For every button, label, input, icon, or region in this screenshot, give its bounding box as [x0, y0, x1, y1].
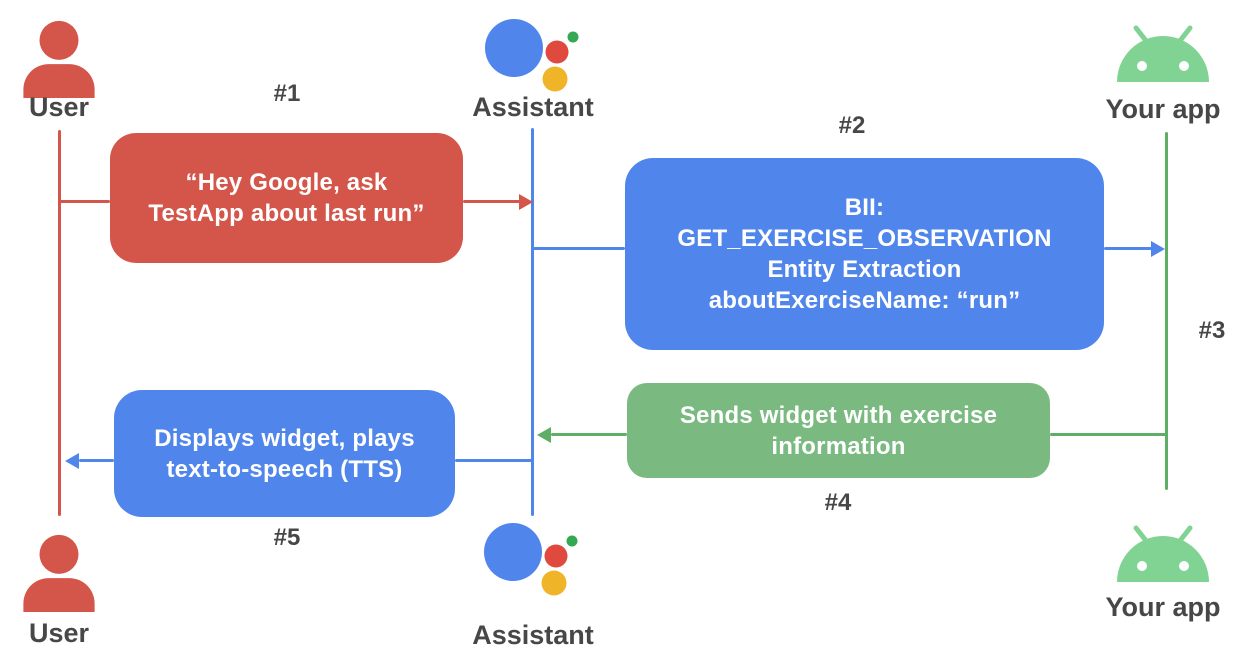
- assistant-icon: [477, 516, 583, 613]
- step5-label: #5: [273, 524, 301, 551]
- user-label-bottom: User: [28, 618, 90, 648]
- step2-message-box: BII: GET_EXERCISE_OBSERVATION Entity Ext…: [625, 158, 1104, 350]
- step5-line-left: [79, 459, 114, 462]
- step1-line-left: [59, 200, 110, 203]
- step2-message-line: aboutExerciseName: “run”: [708, 287, 1021, 314]
- step5-message-line: text-to-speech (TTS): [166, 455, 403, 483]
- step5-message-box: Displays widget, plays text-to-speech (T…: [114, 390, 455, 517]
- step2-message-line: BII:: [844, 194, 885, 221]
- app-label-bottom: Your app: [1105, 592, 1221, 622]
- user-lifeline: [58, 130, 61, 516]
- user-label-top: User: [28, 92, 90, 122]
- step1-label: #1: [273, 80, 301, 107]
- step3-label: #3: [1198, 317, 1226, 344]
- user-icon: [16, 20, 102, 103]
- step2-arrowhead: [1151, 241, 1165, 257]
- step4-label: #4: [824, 489, 852, 516]
- step1-arrowhead: [519, 194, 533, 210]
- step5-line-right: [455, 459, 533, 462]
- assistant-label-bottom: Assistant: [472, 620, 594, 650]
- step2-message-line: GET_EXERCISE_OBSERVATION: [677, 225, 1052, 252]
- step1-message-line: TestApp about last run”: [148, 200, 425, 227]
- assistant-lifeline: [531, 128, 534, 516]
- step4-line-left: [551, 433, 627, 436]
- assistant-icon: [478, 12, 584, 109]
- android-icon: [1116, 524, 1210, 589]
- step4-message-box: Sends widget with exercise information: [627, 383, 1050, 478]
- step4-line-right: [1050, 433, 1167, 436]
- step5-message-line: Displays widget, plays: [154, 424, 415, 452]
- step4-message-line: information: [771, 432, 906, 460]
- step1-message-box: “Hey Google, ask TestApp about last run”: [110, 133, 463, 263]
- android-icon: [1116, 24, 1210, 89]
- step2-line-right: [1104, 247, 1152, 250]
- step4-message-line: Sends widget with exercise: [679, 401, 998, 429]
- step2-message-line: Entity Extraction: [767, 256, 962, 283]
- step2-label: #2: [838, 112, 866, 139]
- step4-arrowhead: [537, 427, 551, 443]
- step2-line-left: [533, 247, 625, 250]
- app-lifeline: [1165, 132, 1168, 490]
- step1-line-right: [463, 200, 520, 203]
- assistant-label-top: Assistant: [472, 92, 594, 122]
- step5-arrowhead: [65, 453, 79, 469]
- app-label-top: Your app: [1105, 94, 1221, 124]
- user-icon: [16, 534, 102, 617]
- step1-message-line: “Hey Google, ask: [185, 169, 388, 196]
